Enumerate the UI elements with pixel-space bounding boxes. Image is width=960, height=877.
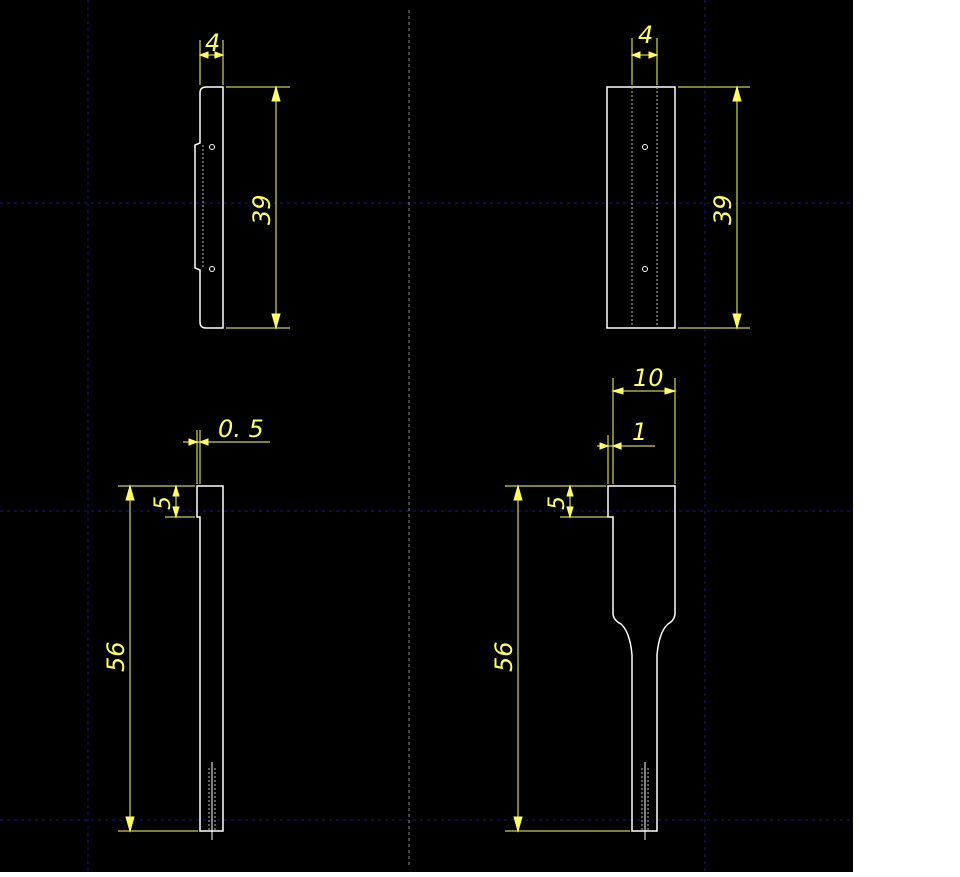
br-offset-label: 1 <box>632 418 647 446</box>
top-right-view: 4 39 <box>606 21 750 330</box>
tr-width-label: 4 <box>638 21 653 49</box>
bottom-left-view: 0. 5 5 56 <box>102 415 270 840</box>
tl-width-label: 4 <box>205 29 220 57</box>
top-left-view: 4 39 <box>194 29 290 330</box>
cad-drawing: 4 39 4 39 <box>0 0 853 872</box>
br-width-label: 10 <box>633 364 664 392</box>
cad-drawing-area[interactable]: 4 39 4 39 <box>0 0 853 872</box>
br-step-label: 5 <box>545 496 570 510</box>
grid-lines <box>0 0 853 872</box>
tr-hole-bottom <box>642 266 648 272</box>
bl-step-label: 5 <box>151 496 176 510</box>
br-length-label: 56 <box>490 641 518 672</box>
tl-height-label: 39 <box>248 194 276 225</box>
tr-hole-top <box>642 144 648 150</box>
br-part-outline <box>607 485 676 832</box>
bl-length-label: 56 <box>102 641 130 672</box>
bottom-right-view: 10 1 5 56 <box>490 364 677 840</box>
tl-hole-top <box>209 144 215 150</box>
bl-offset-label: 0. 5 <box>218 415 264 443</box>
tl-hole-bottom <box>209 266 215 272</box>
tr-height-label: 39 <box>709 194 737 225</box>
tl-part-outline <box>194 86 224 329</box>
bl-part-outline <box>196 485 224 832</box>
tr-part-outline <box>606 86 676 329</box>
